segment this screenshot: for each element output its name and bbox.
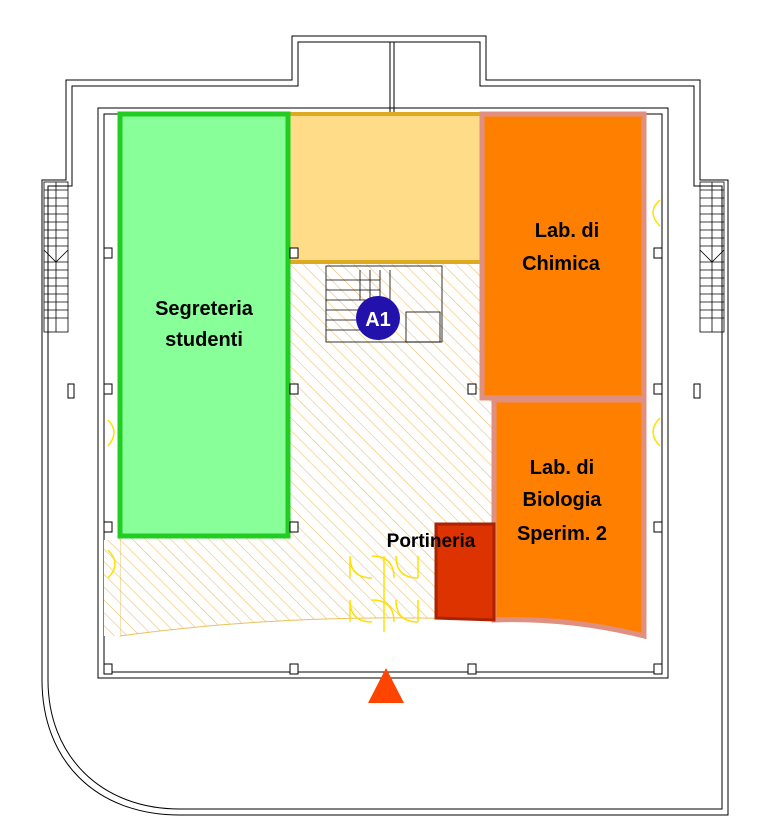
room-label: Chimica xyxy=(522,253,601,275)
marker-label: A1 xyxy=(365,309,391,331)
stair-marker-a1[interactable]: A1 xyxy=(356,296,400,340)
room-label: Portineria xyxy=(387,531,476,552)
room-portineria[interactable]: Portineria xyxy=(387,522,496,622)
room-segreteria-studenti[interactable]: Segreteria studenti xyxy=(117,111,291,539)
stair-right xyxy=(699,181,725,333)
upper-room xyxy=(284,112,486,264)
room-label: Biologia xyxy=(523,489,603,511)
atrium-hatched-left xyxy=(104,540,120,636)
room-label: Lab. di xyxy=(530,457,594,479)
room-lab-biologia[interactable]: Lab. di Biologia Sperim. 2 xyxy=(491,397,647,640)
columns xyxy=(67,247,701,675)
entrance-doors xyxy=(107,199,661,632)
room-label: Segreteria xyxy=(155,298,254,320)
room-lab-chimica[interactable]: Lab. di Chimica xyxy=(479,111,647,401)
stair-left xyxy=(43,181,69,333)
room-label: Sperim. 2 xyxy=(517,523,607,545)
entrance-arrow-icon[interactable] xyxy=(368,668,404,703)
room-label: studenti xyxy=(165,329,243,351)
room-label: Lab. di xyxy=(535,220,599,242)
